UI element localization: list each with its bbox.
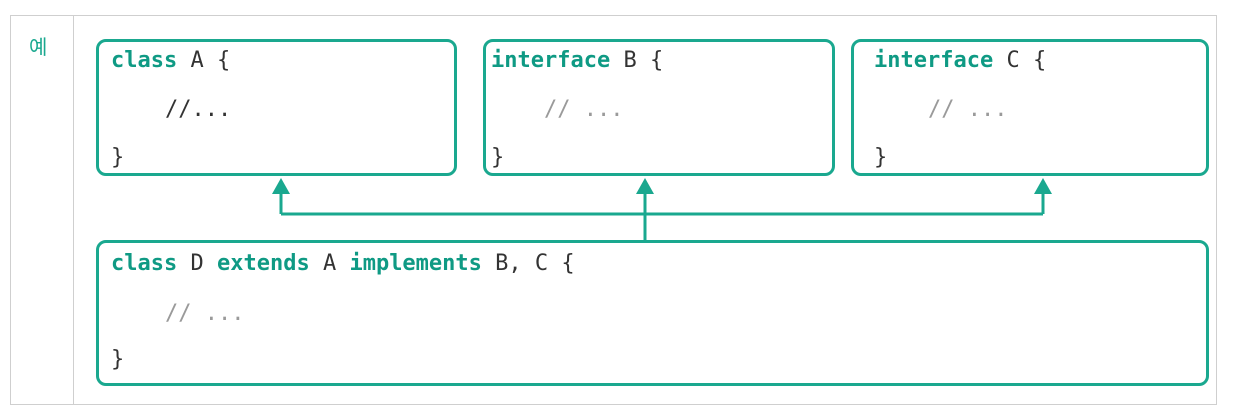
interface-c-name: C { [993,48,1047,73]
class-a-declaration: class A { [111,48,230,73]
class-d-closing-brace: } [111,347,125,372]
interface-b-declaration: interface B { [491,48,663,73]
interface-b-name: B { [610,48,664,73]
frame-divider [73,15,74,405]
interface-c-closing-brace: } [874,145,888,170]
class-d-interfaces: B, C { [481,251,575,276]
interface-c-body-comment: // ... [928,97,1008,122]
class-a-box: class A { //... } [96,39,457,176]
keyword-extends: extends [216,251,310,276]
class-a-closing-brace: } [111,145,125,170]
arrowhead-to-b [636,178,654,194]
arrowhead-to-c [1034,178,1052,194]
keyword-interface: interface [874,48,994,73]
example-frame [10,15,1217,405]
keyword-class: class [111,251,178,276]
interface-c-declaration: interface C { [874,48,1046,73]
keyword-implements: implements [349,251,482,276]
class-d-superclass: A [309,251,350,276]
example-label: 예 [29,35,48,59]
class-d-box: class D extends A implements B, C { // .… [96,240,1209,386]
interface-c-box: interface C { // ... } [851,39,1209,176]
interface-b-body-comment: // ... [544,97,624,122]
class-d-body-comment: // ... [165,301,245,326]
class-d-name: D [177,251,217,276]
keyword-interface: interface [491,48,611,73]
class-a-body-comment: //... [165,97,232,122]
interface-b-box: interface B { // ... } [483,39,835,176]
arrowhead-to-a [272,178,290,194]
class-d-declaration: class D extends A implements B, C { [111,251,575,276]
class-a-name: A { [177,48,231,73]
keyword-class: class [111,48,178,73]
interface-b-closing-brace: } [491,145,505,170]
